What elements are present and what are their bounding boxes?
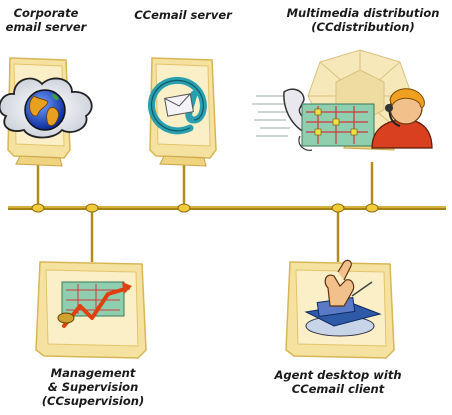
label-line: & Supervision (47, 380, 139, 394)
speed-lines (252, 95, 290, 137)
call-center-agent-icon (371, 88, 433, 149)
globe-icon (24, 89, 66, 131)
label-line: CCemail client (291, 382, 385, 396)
label-line: Management (50, 366, 136, 380)
label-management-supervision: Management & Supervision (CCsupervision) (36, 366, 150, 408)
junction-corporate (31, 203, 45, 213)
label-line: (CCsupervision) (41, 394, 145, 408)
hand-mouse-icon (304, 259, 382, 337)
junction-ccemail (177, 203, 191, 213)
junction-management (85, 203, 99, 213)
agent-desktop (285, 259, 395, 359)
label-line: Multimedia distribution (286, 6, 440, 20)
label-line: Agent desktop with (274, 368, 402, 382)
network-bus (8, 206, 446, 210)
label-corporate-email-server: Corporate email server (0, 6, 92, 34)
envelope-icon (164, 93, 194, 117)
label-line: CCemail server (134, 8, 232, 22)
multimedia-distribution (252, 49, 433, 151)
corporate-email-server (0, 57, 93, 167)
junction-agent (331, 203, 345, 213)
bus-junctions (31, 203, 379, 213)
junction-multimedia (365, 203, 379, 213)
label-line: email server (5, 20, 87, 34)
label-line: (CCdistribution) (311, 20, 415, 34)
ccemail-server (148, 57, 217, 167)
chart-icon (57, 281, 132, 328)
email-at-icon (148, 76, 207, 135)
label-agent-desktop: Agent desktop with CCemail client (268, 368, 408, 396)
bus-connectors (36, 160, 374, 262)
label-multimedia-distribution: Multimedia distribution (CCdistribution) (278, 6, 448, 34)
management-supervision (35, 261, 147, 359)
label-ccemail-server: CCemail server (128, 8, 238, 22)
label-line: Corporate (13, 6, 79, 20)
circuit-panel (301, 103, 375, 147)
